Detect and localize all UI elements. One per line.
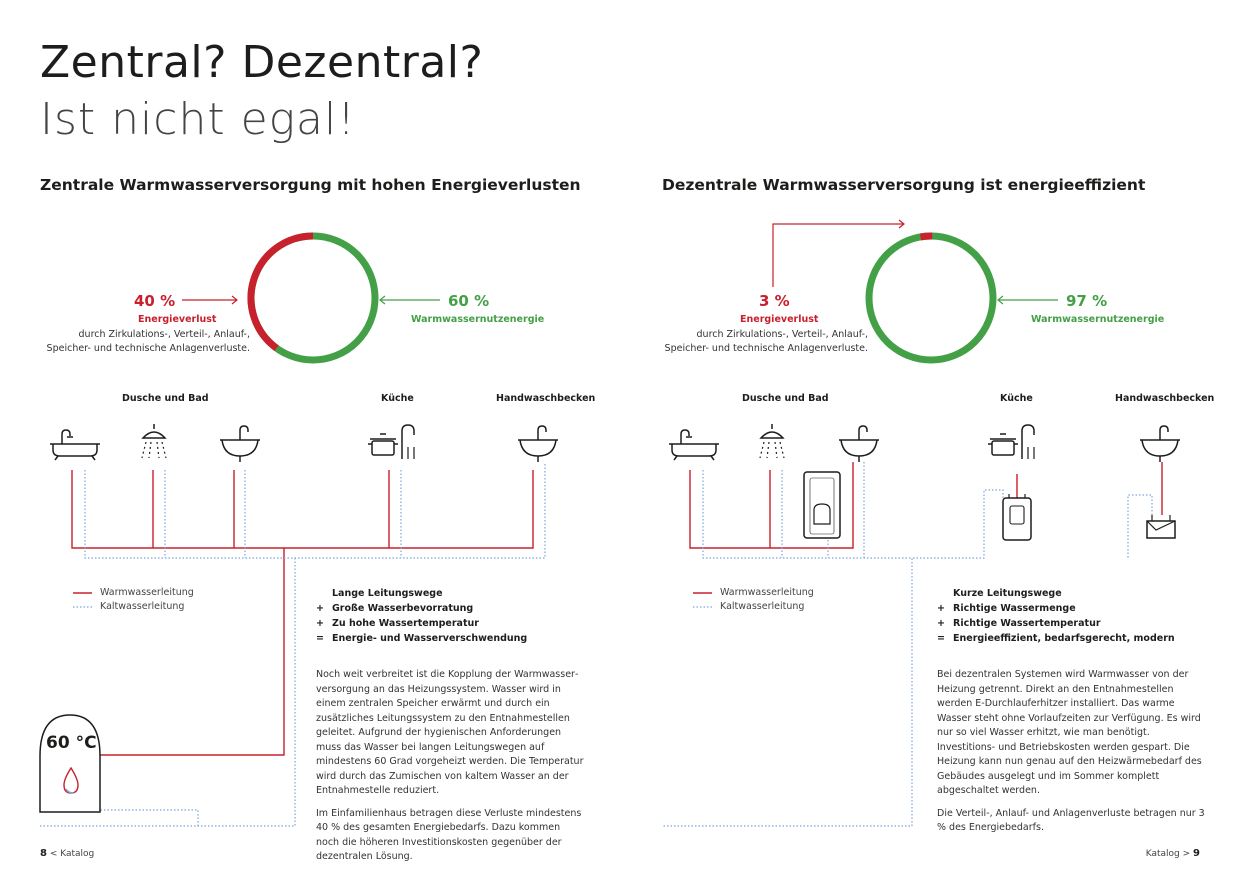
right-loss-label: Energieverlust [740,314,819,325]
ring-chart-left [247,232,379,364]
footer-right: Katalog > 9 [1145,848,1200,859]
page-title: Zentral? Dezentral? [40,37,484,88]
fixture-label-kitchen: Küche [1000,393,1033,404]
arrow-use-right [997,295,1058,305]
fixture-label-bath: Dusche und Bad [742,393,829,404]
legend-cold-label: Kaltwasserleitung [720,601,805,612]
cold-water-pipes-left [40,462,546,827]
left-loss-description: durch Zirkulations-, Verteil-, Anlauf-,S… [46,329,250,354]
arrow-loss-left [182,295,238,305]
fixture-label-bath: Dusche und Bad [122,393,209,404]
water-heater-icon [1146,515,1176,539]
right-use-percent: 97 % [1066,292,1108,310]
right-loss-description: durch Zirkulations-, Verteil-, Anlauf-,S… [664,329,868,354]
washbasin-icon [219,425,261,463]
left-summary-list: Lange Leitungswege +Große Wasserbevorrat… [316,586,527,646]
water-heater-icon [1002,494,1032,541]
list-item: +Zu hohe Wassertemperatur [316,618,479,629]
right-loss-percent: 3 % [759,292,790,310]
water-heater-icon [803,471,841,539]
list-item: =Energie- und Wasserverschwendung [316,633,528,644]
left-use-label: Warmwassernutzenergie [411,314,545,325]
bathtub-icon [668,429,720,461]
washbasin-icon [517,425,559,463]
ring-loss-segment [247,232,314,351]
right-use-label: Warmwassernutzenergie [1031,314,1165,325]
page-subtitle: Ist nicht egal! [40,94,356,145]
left-loss-label: Energieverlust [138,314,217,325]
arrow-use-left [379,295,440,305]
list-item: +Große Wasserbevorratung [316,603,474,614]
hot-water-pipes-right [689,462,1163,549]
tank-temperature: 60 °C [46,733,97,753]
list-item: Lange Leitungswege [332,588,443,599]
hot-water-pipes-left [60,470,534,756]
right-summary-list: Kurze Leitungswege +Richtige Wassermenge… [937,586,1175,646]
left-use-percent: 60 % [448,292,490,310]
list-item: =Energieeffizient, bedarfsgerecht, moder… [937,633,1175,644]
washbasin-icon [838,425,880,463]
cold-water-pipes-right [662,462,1153,827]
list-item: +Richtige Wassermenge [937,603,1076,614]
legend-hot-label: Warmwasserleitung [720,587,814,598]
ring-use-segment [865,232,997,364]
left-loss-percent: 40 % [134,292,176,310]
ring-chart-right [865,232,997,364]
ring-loss-segment [919,232,933,241]
cooking-pot-icon [987,424,1035,460]
left-body-text: Noch weit verbreitet ist die Kopplung de… [316,669,584,862]
list-item: Kurze Leitungswege [953,588,1062,599]
legend-cold-label: Kaltwasserleitung [100,601,185,612]
fixture-label-handbasin: Handwaschbecken [496,393,596,404]
left-section-heading: Zentrale Warmwasserversorgung mit hohen … [40,176,581,194]
fixture-label-kitchen: Küche [381,393,414,404]
washbasin-icon [1139,425,1181,463]
fixture-label-handbasin: Handwaschbecken [1115,393,1215,404]
bathtub-icon [49,429,101,461]
cooking-pot-icon [367,424,415,460]
arrow-loss-right [772,219,905,287]
list-item: +Richtige Wassertemperatur [937,618,1101,629]
storage-tank [39,714,101,813]
footer-left: 8 < Katalog [40,848,95,859]
shower-icon [141,423,167,459]
shower-icon [759,423,785,459]
right-section-heading: Dezentrale Warmwasserversorgung ist ener… [662,176,1146,194]
legend-hot-label: Warmwasserleitung [100,587,194,598]
right-body-text: Bei dezentralen Systemen wird Warmwasser… [937,669,1205,833]
